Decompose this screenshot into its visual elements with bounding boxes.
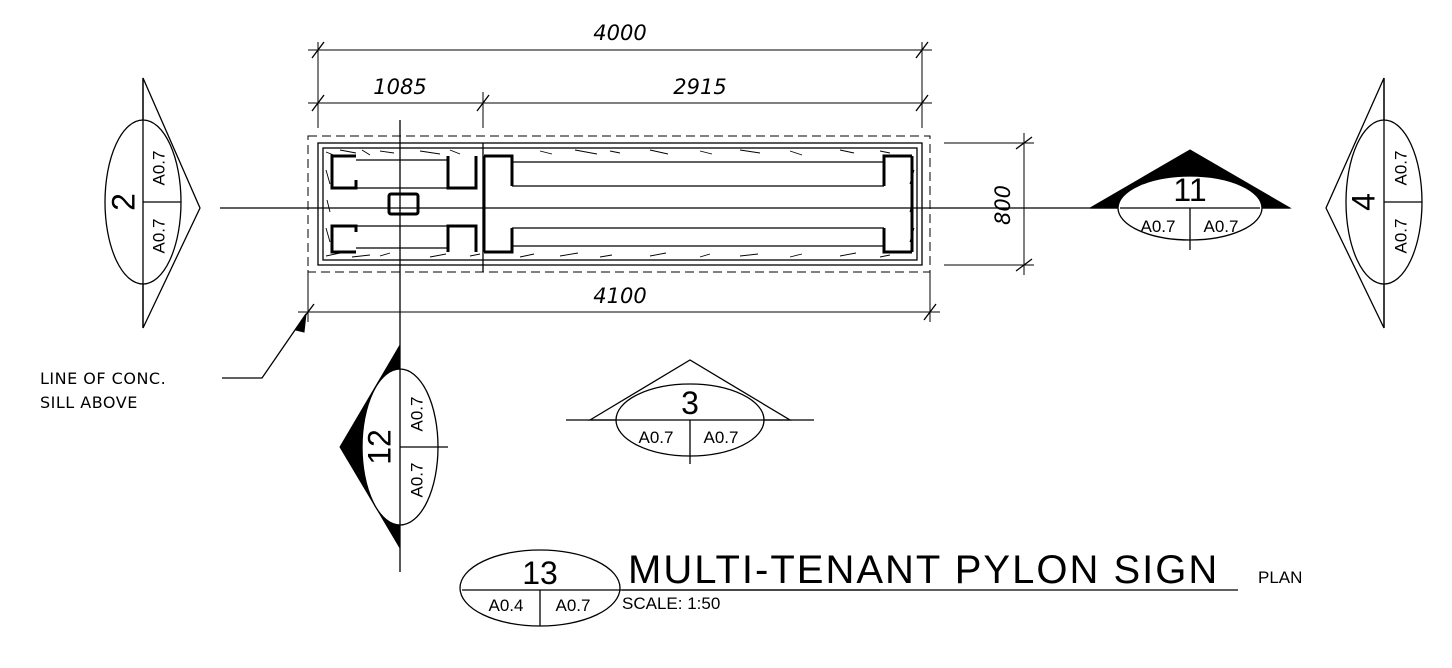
- marker-11-ref-left: A0.7: [1141, 217, 1176, 236]
- marker-12-ref-top: A0.7: [407, 397, 426, 432]
- marker-3-ref-right: A0.7: [704, 428, 739, 447]
- marker-4-ref-top: A0.7: [1391, 151, 1410, 186]
- drawing-scale: SCALE: 1:50: [622, 594, 720, 613]
- marker-11-number: 11: [1173, 172, 1206, 208]
- marker-11-ref-right: A0.7: [1204, 217, 1239, 236]
- note-line-2: SILL ABOVE: [40, 393, 138, 412]
- note-leader: LINE OF CONC. SILL ABOVE: [40, 313, 307, 412]
- marker-2-ref-top: A0.7: [149, 151, 168, 186]
- dimension-segments: 1085 2915: [308, 75, 932, 128]
- marker-12-number: 12: [361, 429, 397, 465]
- marker-4-number: 4: [1345, 193, 1381, 211]
- section-marker-2: 2 A0.7 A0.7: [104, 77, 201, 329]
- marker-12-ref-bottom: A0.7: [407, 463, 426, 498]
- dim-800-label: 800: [991, 185, 1015, 225]
- note-line-1: LINE OF CONC.: [40, 369, 166, 388]
- column-frame-left: [330, 154, 478, 254]
- dim-4100-label: 4100: [593, 284, 646, 308]
- section-marker-11: 11 A0.7 A0.7: [1088, 149, 1292, 250]
- marker-3-number: 3: [681, 385, 699, 421]
- dim-2915-label: 2915: [673, 75, 726, 99]
- dim-4000-label: 4000: [593, 21, 646, 45]
- dimension-overall-top: 4000: [308, 21, 932, 128]
- drawing-title-block: 13 A0.4 A0.7 MULTI-TENANT PYLON SIGN PLA…: [459, 548, 1302, 627]
- section-marker-4: 4 A0.7 A0.7: [1325, 77, 1423, 329]
- marker-2-ref-bottom: A0.7: [149, 219, 168, 254]
- pylon-post-square: [387, 192, 420, 216]
- drawing-title: MULTI-TENANT PYLON SIGN: [628, 548, 1219, 592]
- marker-2-number: 2: [105, 193, 141, 211]
- title-ref-right: A0.7: [556, 596, 591, 615]
- dim-1085-label: 1085: [373, 75, 426, 99]
- sign-base-outline: [307, 135, 931, 273]
- dimension-depth: 800: [944, 133, 1034, 275]
- section-marker-12: 12 A0.7 A0.7: [339, 343, 448, 550]
- column-frame-right: [482, 143, 914, 272]
- section-marker-3: 3 A0.7 A0.7: [566, 359, 814, 464]
- drawing-title-suffix: PLAN: [1258, 568, 1302, 587]
- title-ref-left: A0.4: [489, 596, 524, 615]
- title-number: 13: [522, 555, 558, 591]
- dimension-overall-bottom: 4100: [298, 270, 940, 322]
- marker-4-ref-bottom: A0.7: [1391, 219, 1410, 254]
- marker-3-ref-left: A0.7: [639, 428, 674, 447]
